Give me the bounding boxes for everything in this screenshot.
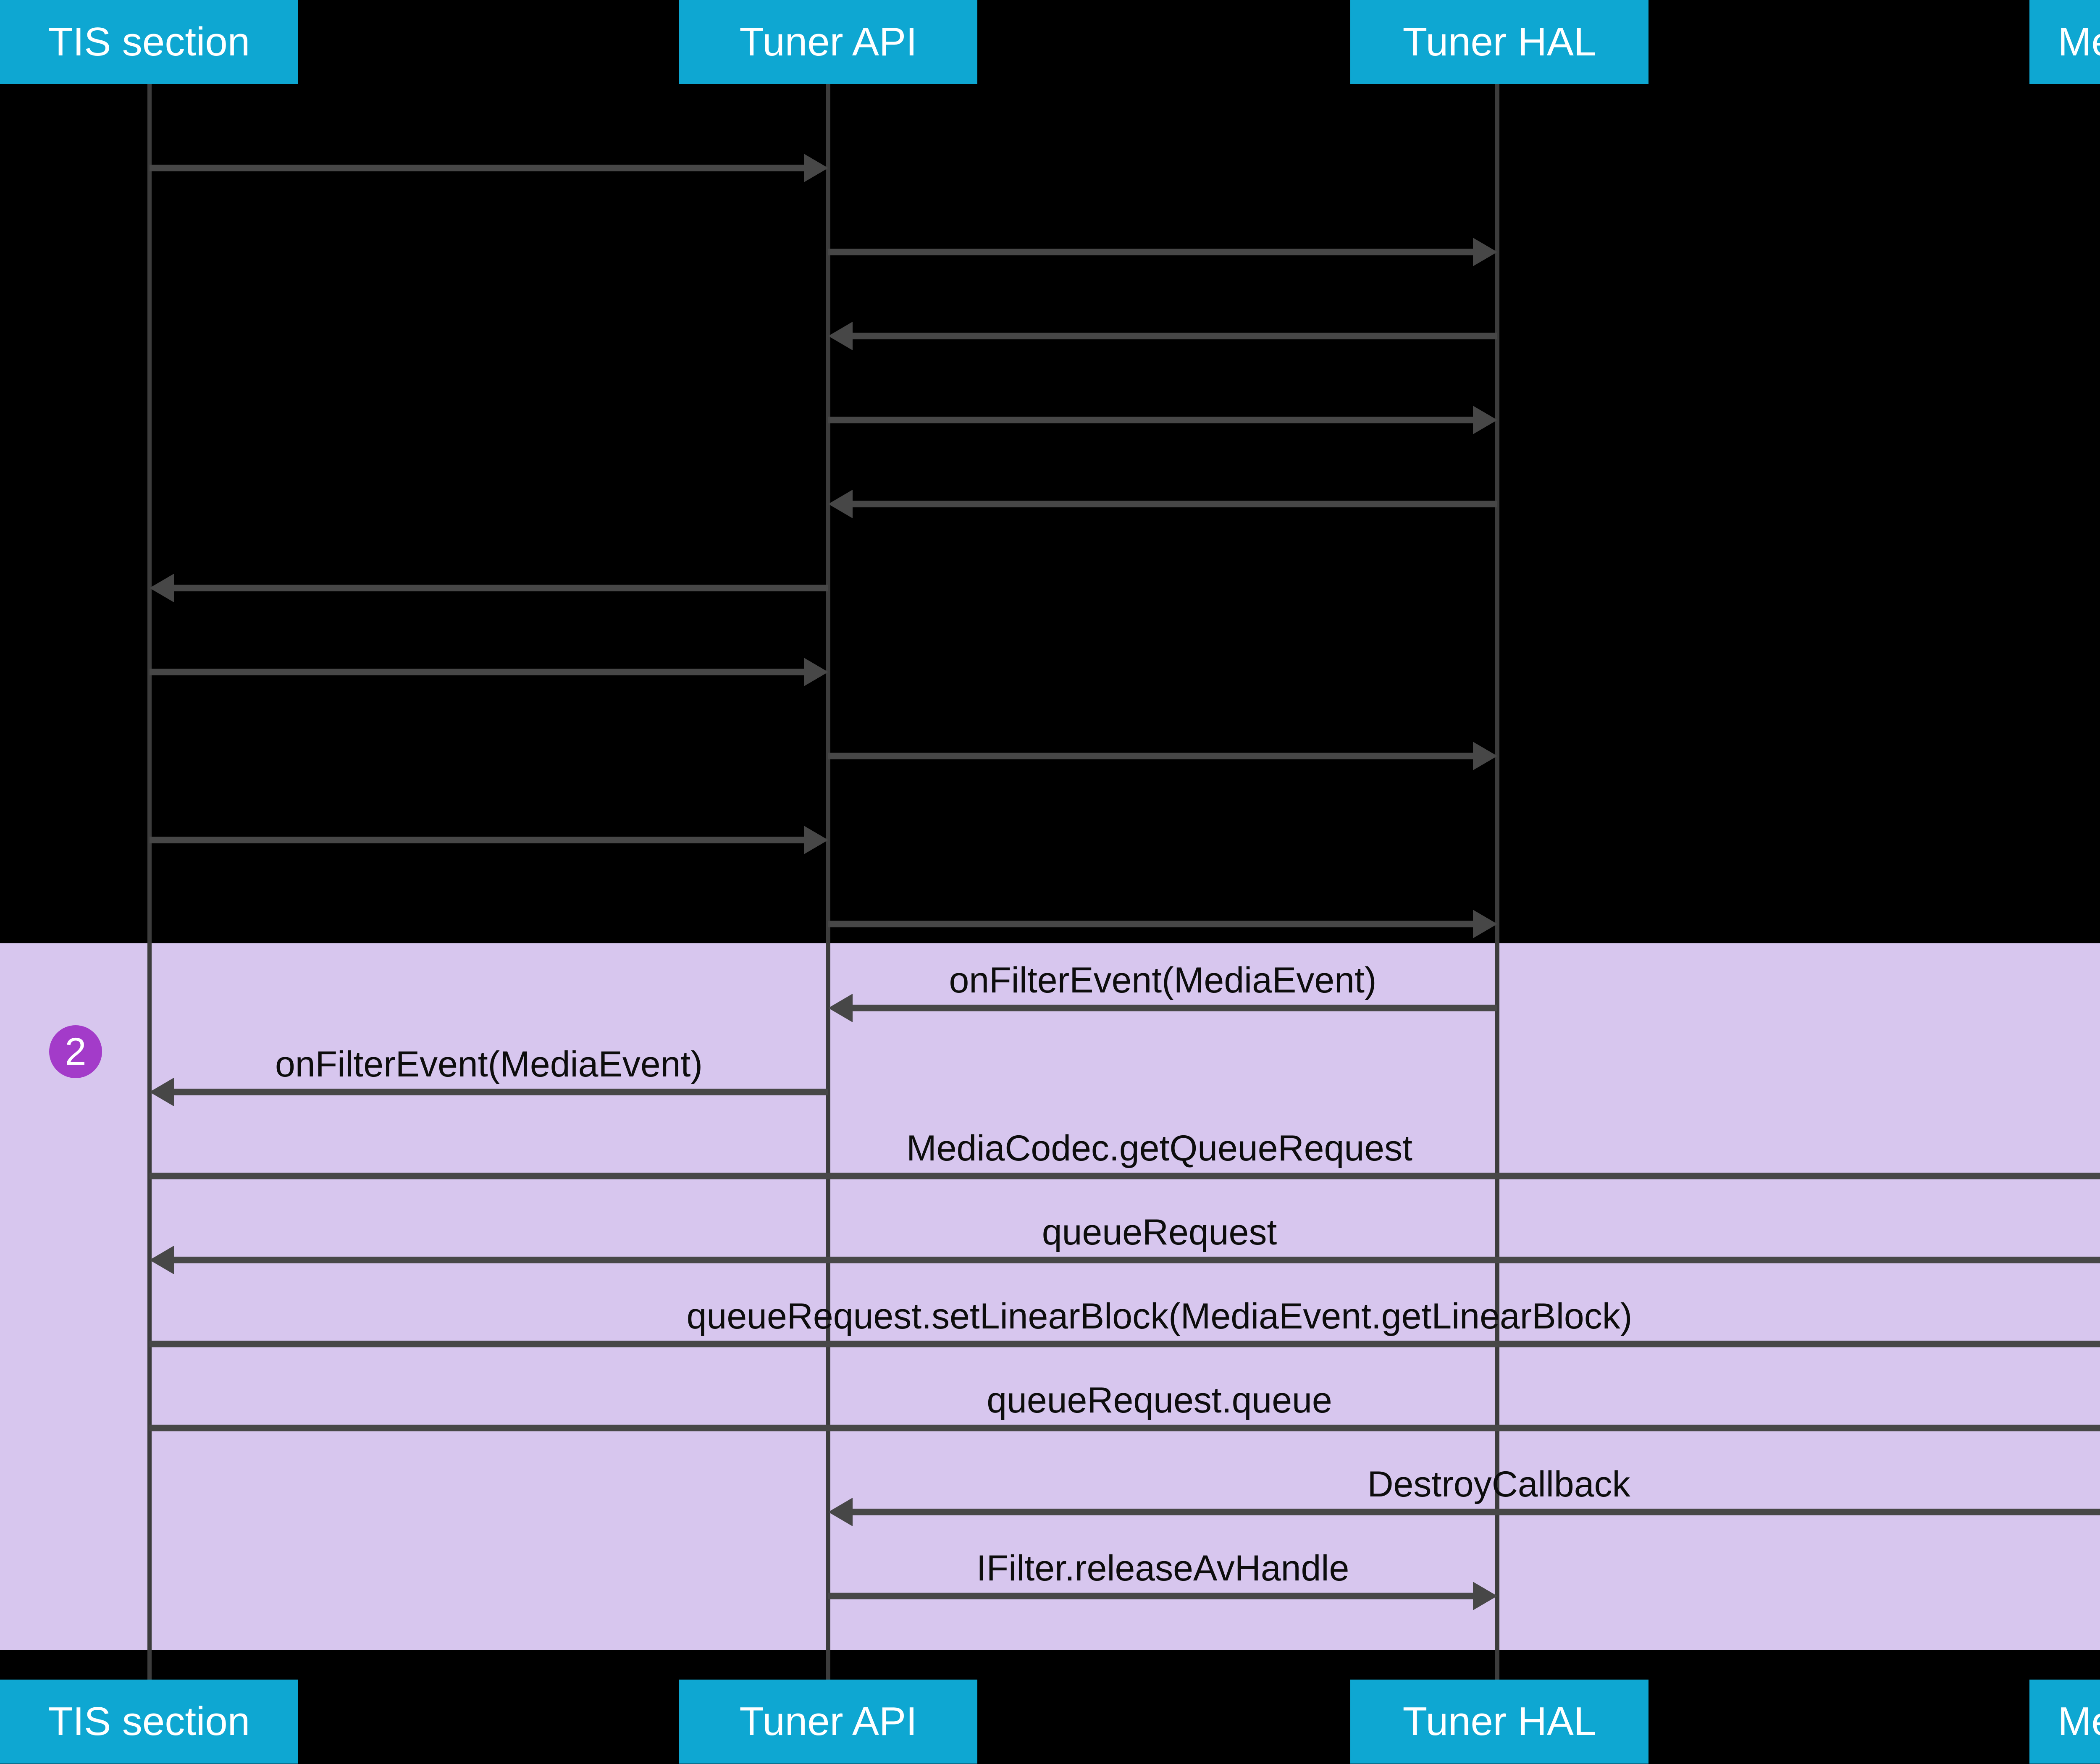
arrowhead-icon [1473, 910, 1497, 938]
highlight-region [0, 943, 2100, 1650]
message-label: IFilter.releaseAvHandle [976, 1548, 1349, 1589]
arrowhead-icon [150, 1078, 174, 1106]
message-label: MediaCodec.getQueueRequest [906, 1128, 1412, 1169]
message-arrow-line [150, 837, 819, 843]
message-arrow-line [150, 1425, 2100, 1431]
arrowhead-icon [1473, 238, 1497, 266]
lifeline-hal [1495, 83, 1499, 1680]
arrowhead-icon [804, 658, 828, 686]
arrowhead-icon [828, 994, 853, 1022]
message-arrow-line [828, 1593, 1488, 1599]
message-arrow-line [150, 165, 819, 171]
message-label: queueRequest [1042, 1212, 1277, 1253]
arrowhead-icon [828, 490, 853, 518]
message-label: onFilterEvent(MediaEvent) [275, 1044, 703, 1085]
message-label: onFilterEvent(MediaEvent) [949, 960, 1377, 1001]
actor-api-bottom: Tuner API [679, 1680, 977, 1764]
arrowhead-icon [828, 322, 853, 350]
actor-codec-top: MediaCodec [2029, 0, 2100, 84]
message-arrow-line [150, 1173, 2100, 1179]
message-arrow-line [159, 1257, 2100, 1263]
arrowhead-icon [1473, 742, 1497, 770]
arrowhead-icon [828, 1498, 853, 1526]
arrowhead-icon [804, 826, 828, 854]
message-arrow-line [150, 669, 819, 675]
message-arrow-line [828, 417, 1488, 423]
message-arrow-line [150, 1341, 2100, 1347]
actor-api-top: Tuner API [679, 0, 977, 84]
actor-codec-bottom: MediaCodec [2029, 1680, 2100, 1764]
actor-hal-bottom: Tuner HAL [1350, 1680, 1648, 1764]
message-arrow-line [838, 501, 1497, 507]
message-arrow-line [838, 1005, 1497, 1011]
message-arrow-line [828, 921, 1488, 927]
message-label: DestroyCallback [1367, 1464, 1630, 1505]
step-badge: 2 [49, 1025, 102, 1078]
actor-hal-top: Tuner HAL [1350, 0, 1648, 84]
message-arrow-line [838, 333, 1497, 339]
arrowhead-icon [1473, 406, 1497, 434]
arrowhead-icon [150, 574, 174, 602]
message-arrow-line [159, 1089, 828, 1095]
message-arrow-line [828, 753, 1488, 759]
actor-tis-bottom: TIS section [0, 1680, 298, 1764]
message-arrow-line [828, 249, 1488, 255]
lifeline-api [826, 83, 830, 1680]
lifeline-tis [147, 83, 152, 1680]
arrowhead-icon [804, 154, 828, 182]
message-label: queueRequest.queue [987, 1380, 1332, 1421]
actor-tis-top: TIS section [0, 0, 298, 84]
message-label: queueRequest.setLinearBlock(MediaEvent.g… [686, 1296, 1633, 1337]
arrowhead-icon [150, 1246, 174, 1274]
message-arrow-line [159, 585, 828, 591]
message-arrow-line [838, 1509, 2100, 1515]
arrowhead-icon [1473, 1582, 1497, 1610]
